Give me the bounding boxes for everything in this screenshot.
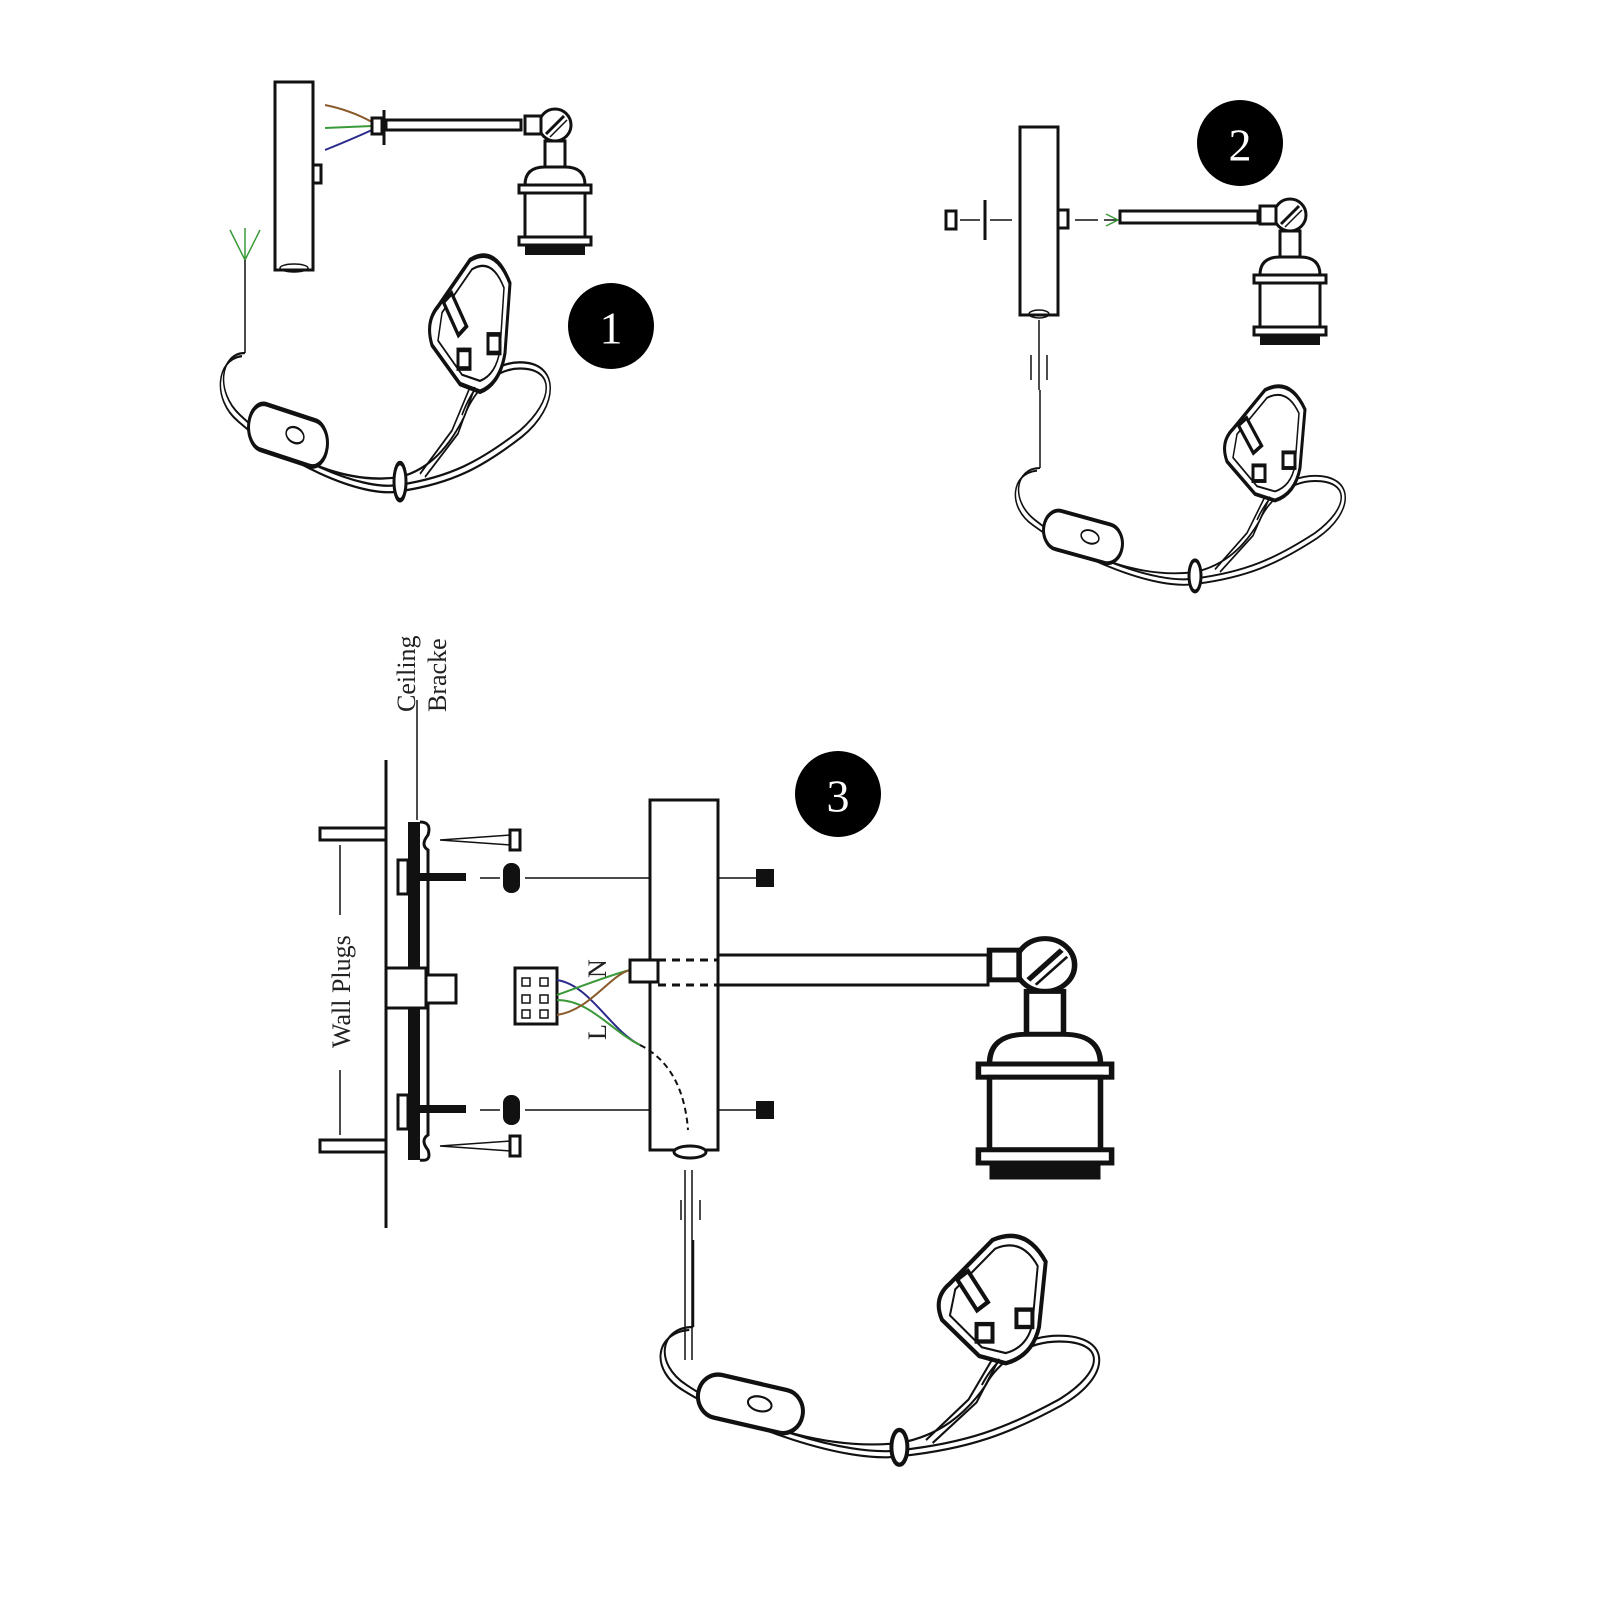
wall-plug-top bbox=[318, 826, 388, 842]
lamp-arm bbox=[384, 118, 523, 132]
lamp-arm bbox=[1118, 209, 1260, 225]
step-badge-3 bbox=[795, 751, 881, 837]
wire-brown bbox=[324, 104, 373, 123]
live-label: L bbox=[583, 1024, 612, 1040]
step-number-1: 1 bbox=[600, 303, 623, 354]
wall-plate bbox=[1018, 125, 1060, 317]
lamp-arm bbox=[716, 953, 990, 987]
plug-and-cord bbox=[220, 256, 550, 501]
step-badge-1 bbox=[568, 283, 654, 369]
step-1: 1 bbox=[220, 80, 654, 501]
lamp-holder bbox=[517, 107, 593, 257]
step-badge-2 bbox=[1197, 100, 1283, 186]
ceiling-label-line1: Ceiling bbox=[392, 635, 421, 712]
nut-bottom bbox=[503, 1095, 520, 1125]
ceiling-label-line2: Bracke bbox=[423, 638, 452, 712]
wall-plate bbox=[648, 798, 720, 1152]
step-2: 2 bbox=[944, 100, 1348, 594]
wall-plugs-label: Wall Plugs bbox=[327, 935, 356, 1048]
nut-top bbox=[503, 863, 520, 893]
wire-blue bbox=[324, 129, 373, 151]
neutral-label: N bbox=[583, 959, 612, 978]
screw-top bbox=[439, 834, 511, 846]
plug-and-cord bbox=[1013, 384, 1348, 594]
wall-plate bbox=[273, 80, 315, 272]
plug-and-cord bbox=[661, 1236, 1100, 1465]
step-number-3: 3 bbox=[827, 771, 850, 822]
step-number-2: 2 bbox=[1229, 120, 1252, 171]
wall-plug-bottom bbox=[318, 1138, 388, 1154]
screw-bottom bbox=[439, 1140, 511, 1152]
lamp-holder bbox=[1252, 197, 1328, 347]
lamp-holder bbox=[978, 939, 1111, 1180]
step-3: Wall Plugs Ceiling Bracke N L bbox=[318, 635, 1112, 1465]
wire-green bbox=[324, 125, 373, 129]
